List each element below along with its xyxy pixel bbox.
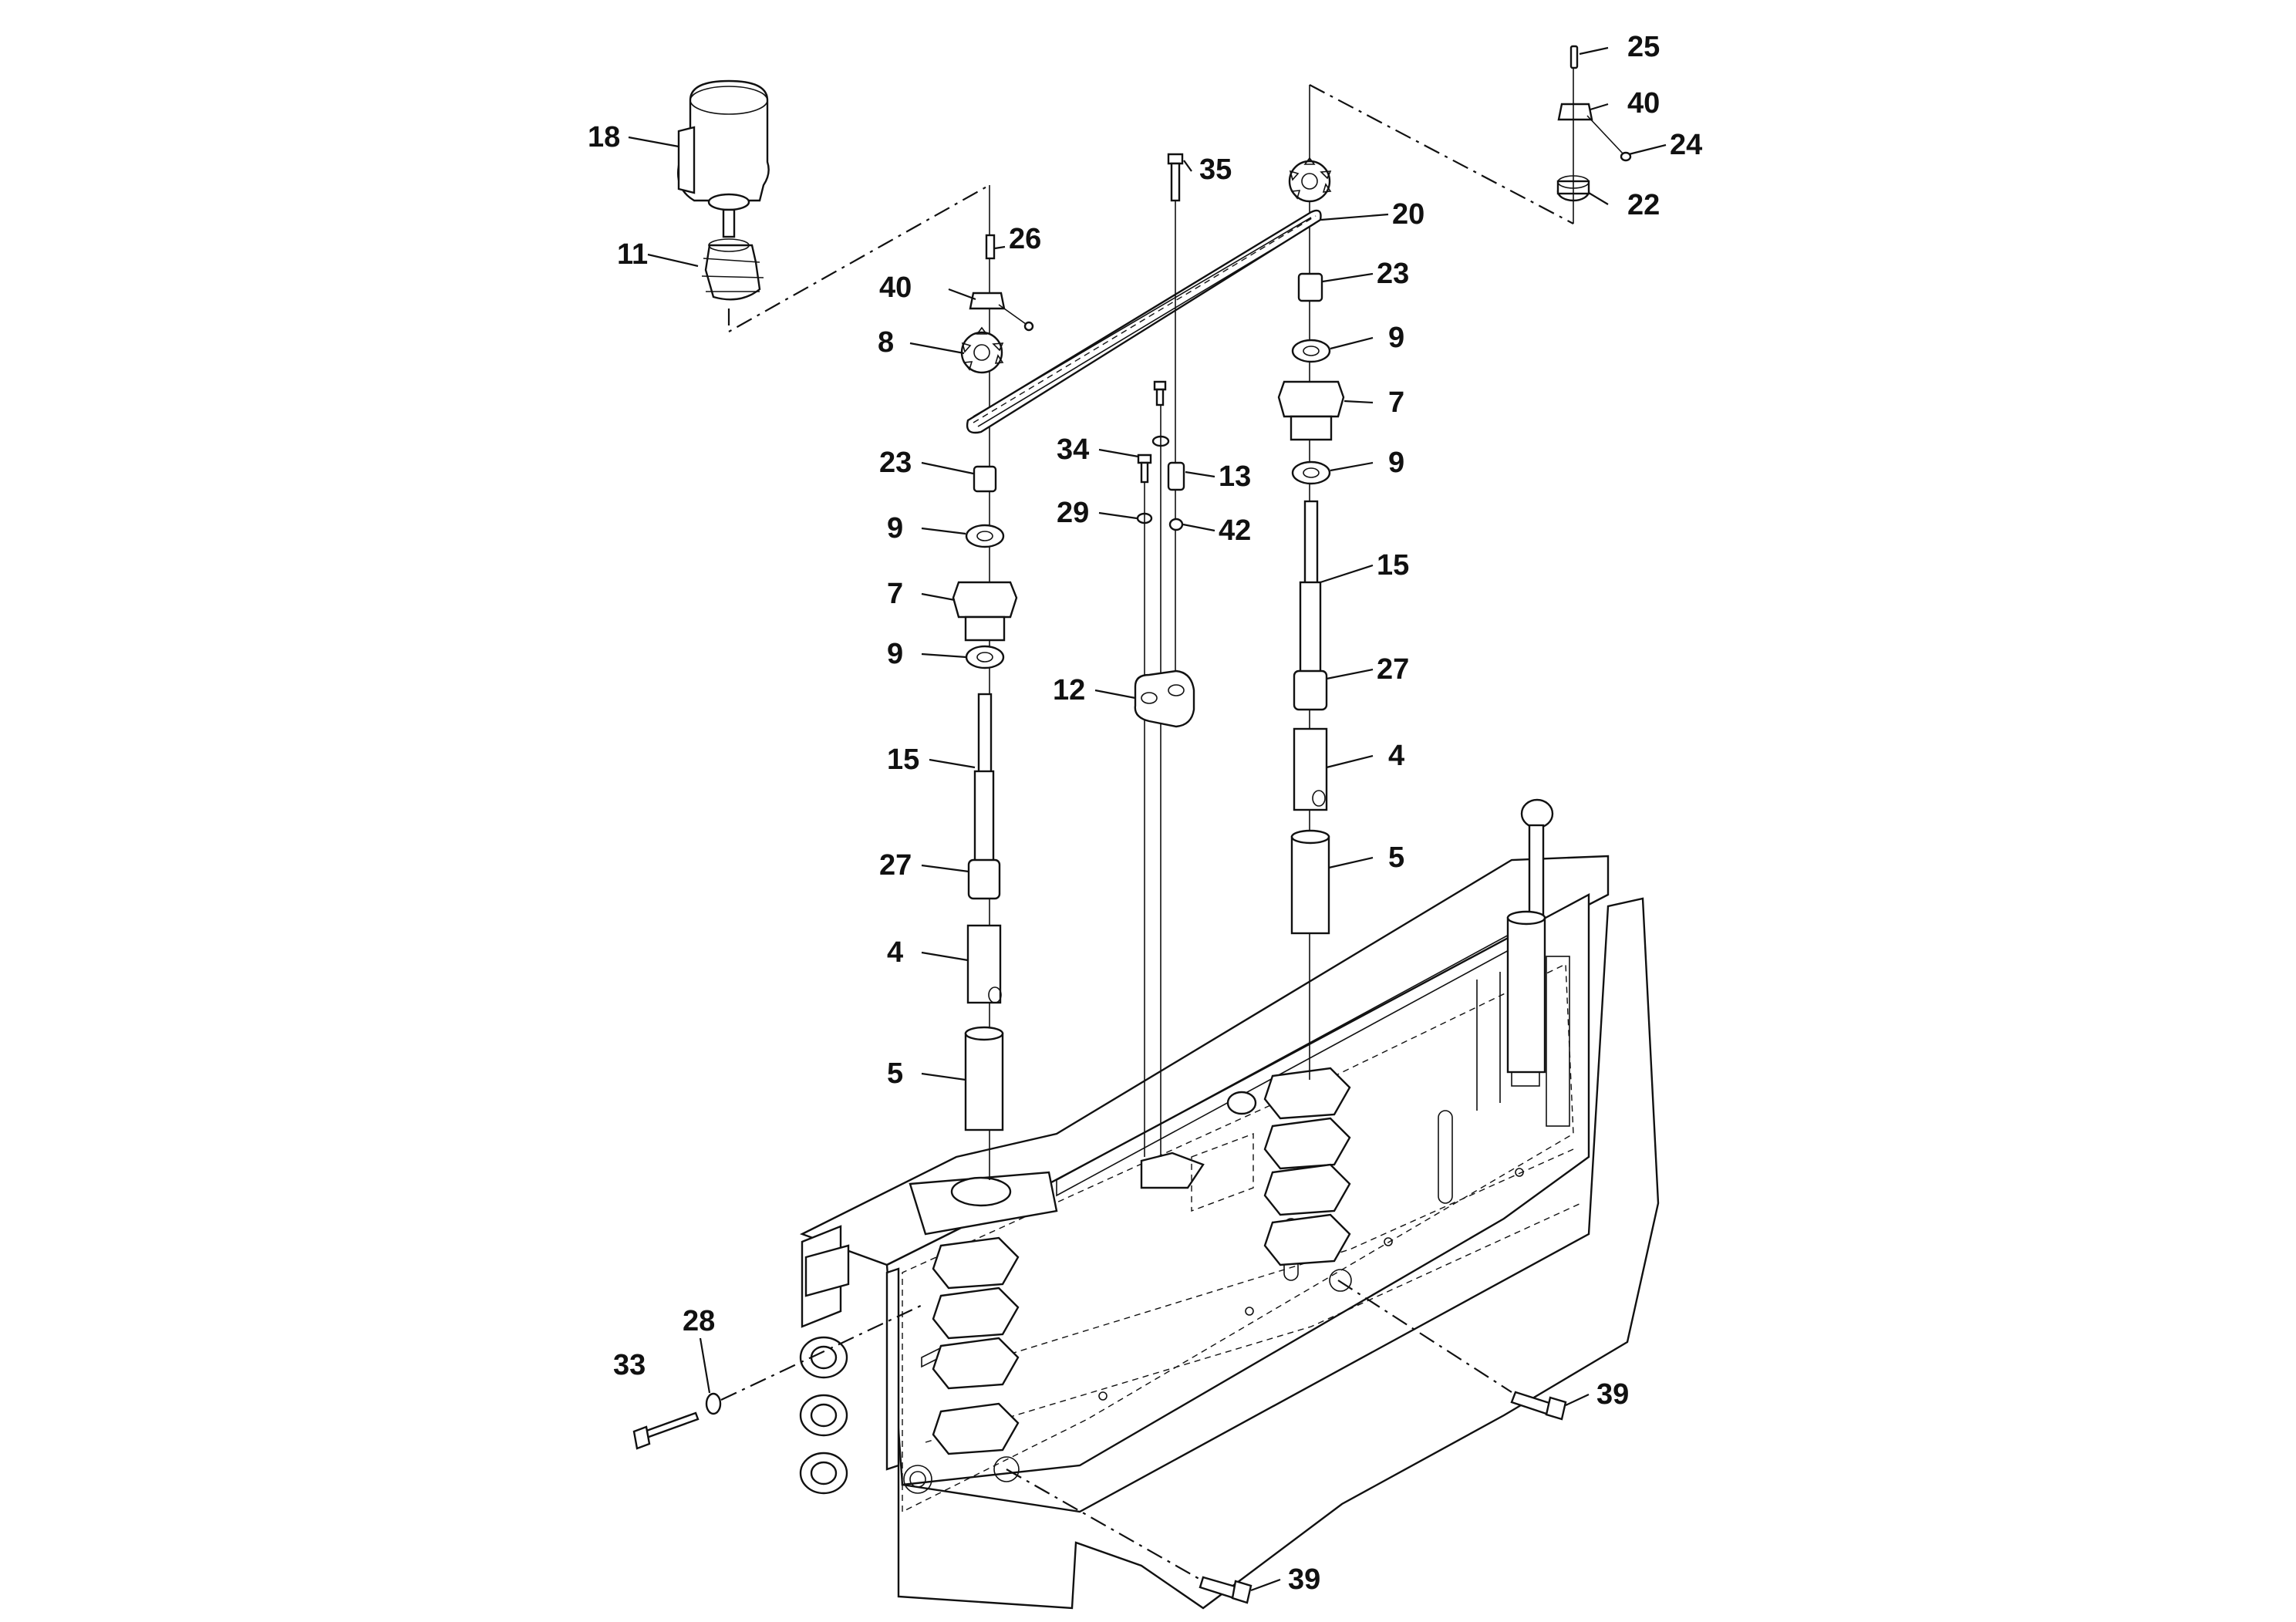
- gas-strut: [1476, 798, 1570, 1127]
- fasteners: [632, 1391, 1567, 1604]
- front-knobs: [799, 1244, 900, 1495]
- callout-39-bottom: 39: [1288, 1563, 1320, 1596]
- housing-frame: [799, 855, 1660, 1610]
- callout-39-right: 39: [1596, 1378, 1629, 1411]
- chain: [966, 209, 1322, 434]
- leader-lines: [628, 46, 1667, 1592]
- callout-26: 26: [1009, 223, 1041, 255]
- callout-23-left: 23: [879, 447, 912, 479]
- callout-8: 8: [878, 326, 894, 359]
- callout-9-left-upper: 9: [887, 512, 903, 545]
- callout-9-right-lower: 9: [1388, 447, 1404, 479]
- callout-25: 25: [1627, 31, 1660, 63]
- callout-22: 22: [1627, 189, 1660, 221]
- callout-40-left: 40: [879, 271, 912, 304]
- callout-27-left: 27: [879, 849, 912, 882]
- guide-blocks-right: [1263, 1067, 1351, 1266]
- callout-29: 29: [1057, 497, 1089, 529]
- assembly-lines: [720, 84, 1574, 1582]
- callout-9-left-lower: 9: [887, 638, 903, 670]
- callout-23-right: 23: [1377, 258, 1409, 290]
- callout-13: 13: [1219, 460, 1251, 493]
- left-shaft-assembly: [952, 185, 1034, 1180]
- guide-blocks-left: [932, 1236, 1020, 1455]
- callout-35: 35: [1199, 153, 1232, 186]
- callout-42: 42: [1219, 514, 1251, 547]
- callout-12: 12: [1053, 674, 1085, 706]
- callout-15-right: 15: [1377, 549, 1409, 582]
- top-right-parts: [1556, 45, 1632, 224]
- callout-7-right: 7: [1388, 386, 1404, 419]
- center-linkage: [1134, 153, 1195, 1157]
- callout-4-right: 4: [1388, 740, 1404, 772]
- callout-labels: 18 11 26 40 8 35 20 25 40 24 22 23 9 7 9…: [588, 31, 1702, 1596]
- callout-15-left: 15: [887, 744, 919, 776]
- motor-assembly: [677, 79, 770, 301]
- callout-40-right: 40: [1627, 87, 1660, 120]
- callout-11: 11: [617, 238, 648, 271]
- callout-5-left: 5: [887, 1057, 903, 1090]
- callout-9-right-upper: 9: [1388, 322, 1404, 354]
- callout-20: 20: [1392, 198, 1424, 231]
- callout-18: 18: [588, 121, 620, 153]
- callout-27-right: 27: [1377, 653, 1409, 686]
- callout-34: 34: [1057, 433, 1089, 466]
- right-shaft-assembly: [1277, 85, 1345, 1080]
- callout-33: 33: [613, 1349, 646, 1381]
- callout-4-left: 4: [887, 936, 903, 969]
- callout-5-right: 5: [1388, 841, 1404, 874]
- callout-7-left: 7: [887, 578, 903, 610]
- callout-24: 24: [1670, 129, 1702, 161]
- callout-28: 28: [683, 1305, 715, 1337]
